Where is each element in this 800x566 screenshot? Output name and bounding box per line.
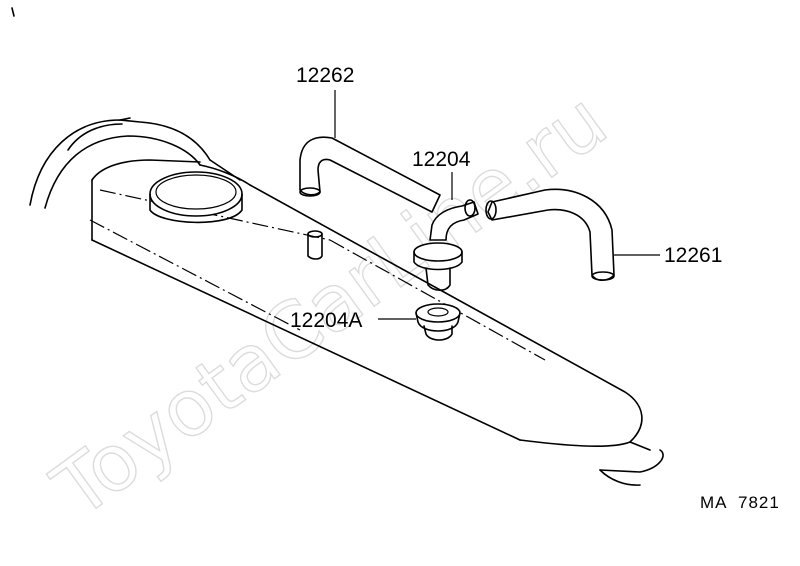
oil-filler-cap bbox=[149, 171, 243, 224]
cylinder-head-cover bbox=[29, 117, 664, 486]
part-label-12204: 12204 bbox=[412, 148, 471, 171]
diagram-code: MA 7821 bbox=[700, 493, 780, 512]
part-label-12262: 12262 bbox=[296, 64, 354, 87]
corner-mark bbox=[11, 7, 15, 17]
part-label-12261: 12261 bbox=[664, 244, 722, 267]
stud bbox=[307, 230, 323, 260]
part-label-12204A: 12204A bbox=[290, 309, 362, 332]
hose-right-drawing bbox=[485, 188, 615, 282]
pcv-valve-drawing bbox=[413, 199, 479, 292]
grommet-drawing bbox=[415, 303, 461, 341]
hose-upper-drawing bbox=[299, 136, 441, 213]
